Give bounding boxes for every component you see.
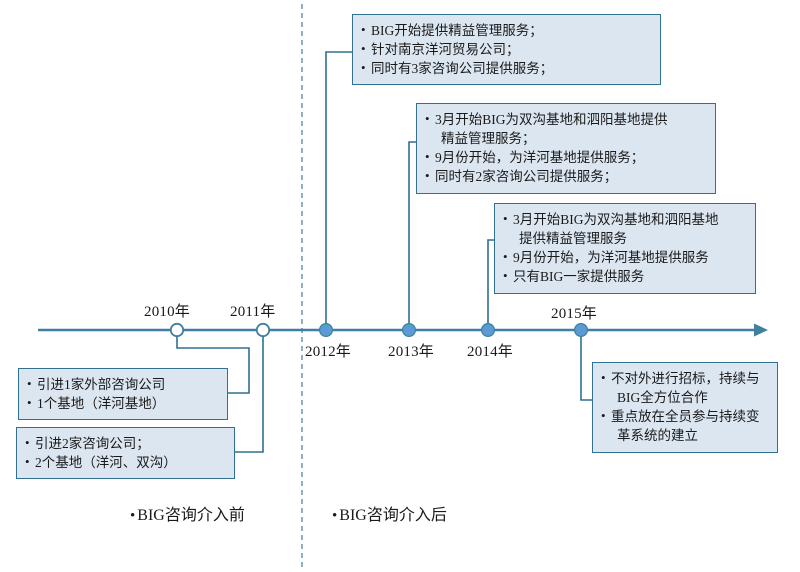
callout-2013-line-2: 精益管理服务；	[441, 131, 536, 147]
callout-2015-line-4: 革系统的建立	[617, 428, 698, 444]
callout-2014-line-4: 只有BIG一家提供服务	[502, 267, 747, 286]
callout-box-2011: 引进2家咨询公司； 2个基地（洋河、双沟）	[16, 427, 235, 480]
callout-2013-line-1: 3月开始BIG为双沟基地和泗阳基地提供	[424, 109, 707, 129]
phase-label-before: BIG咨询介入前	[130, 501, 245, 525]
callout-2014-line-1: 3月开始BIG为双沟基地和泗阳基地	[502, 209, 747, 229]
milestone-dot-2012[interactable]	[319, 323, 334, 338]
milestone-dot-2015[interactable]	[573, 323, 588, 338]
callout-2013-line-3: 9月份开始，为洋河基地提供服务；	[424, 148, 707, 167]
year-label-2015: 2015年	[551, 306, 598, 322]
callout-2011-line-2: 2个基地（洋河、双沟）	[24, 453, 226, 472]
milestone-dot-2010[interactable]	[169, 322, 185, 338]
callout-box-2014: 3月开始BIG为双沟基地和泗阳基地 提供精益管理服务 9月份开始，为洋河基地提供…	[494, 203, 756, 294]
connector-2013	[408, 141, 416, 330]
callout-2010-line-1: 引进1家外部咨询公司	[26, 374, 219, 394]
timeline-axis-arrowhead	[754, 323, 768, 337]
callout-2014-line-2: 提供精益管理服务	[519, 231, 627, 247]
year-label-2013: 2013年	[388, 344, 435, 360]
callout-2015-line-1: 不对外进行招标，持续与	[600, 368, 769, 388]
callout-2011-line-1: 引进2家咨询公司；	[24, 433, 226, 453]
callout-2015-line-2: BIG全方位合作	[617, 390, 708, 406]
milestone-dot-2013[interactable]	[402, 323, 417, 338]
connector-2015	[580, 330, 592, 401]
callout-2015-line-3: 重点放在全员参与持续变	[600, 407, 769, 426]
callout-2010-line-2: 1个基地（洋河基地）	[26, 394, 219, 413]
callout-2012-line-1: BIG开始提供精益管理服务；	[360, 20, 652, 40]
year-label-2014: 2014年	[467, 344, 514, 360]
connector-2011	[235, 330, 264, 453]
milestone-dot-2014[interactable]	[481, 323, 496, 338]
connector-2012	[325, 51, 352, 330]
milestone-dot-2011[interactable]	[255, 322, 271, 338]
callout-2012-line-3: 同时有3家咨询公司提供服务；	[360, 59, 652, 78]
callout-box-2015: 不对外进行招标，持续与 BIG全方位合作 重点放在全员参与持续变 革系统的建立	[592, 362, 778, 453]
year-label-2011: 2011年	[230, 304, 276, 320]
callout-box-2012: BIG开始提供精益管理服务； 针对南京洋河贸易公司； 同时有3家咨询公司提供服务…	[352, 14, 661, 86]
phase-label-after: BIG咨询介入后	[332, 501, 447, 525]
callout-box-2013: 3月开始BIG为双沟基地和泗阳基地提供 精益管理服务； 9月份开始，为洋河基地提…	[416, 103, 716, 194]
year-label-2010: 2010年	[144, 304, 191, 320]
callout-2013-line-4: 同时有2家咨询公司提供服务；	[424, 167, 707, 186]
callout-2012-line-2: 针对南京洋河贸易公司；	[360, 40, 652, 59]
year-label-2012: 2012年	[305, 344, 352, 360]
callout-box-2010: 引进1家外部咨询公司 1个基地（洋河基地）	[18, 368, 228, 421]
callout-2014-line-3: 9月份开始，为洋河基地提供服务	[502, 248, 747, 267]
